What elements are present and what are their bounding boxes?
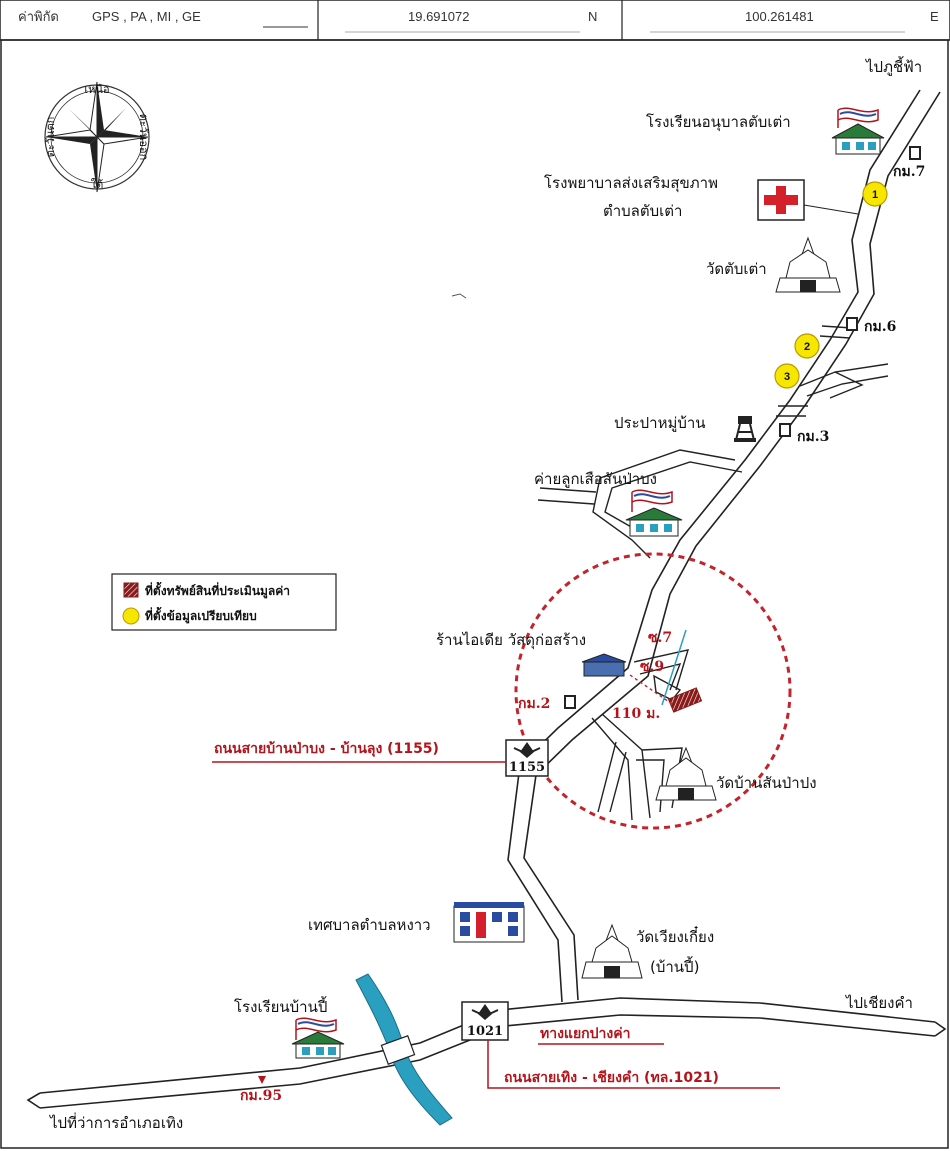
direction-phuchifa: ไปภูชี้ฟ้า [865, 56, 922, 76]
km-post-icon [258, 146, 921, 1084]
label-municipality: เทศบาลตำบลหงาว [308, 916, 431, 934]
label-hospital-1: โรงพยาบาลส่งเสริมสุขภาพ [544, 174, 718, 193]
shop-icon [581, 653, 627, 677]
latitude-direction: N [588, 9, 597, 24]
soi-7-label: ซ.7 [648, 630, 672, 646]
subject-area-circle [514, 552, 792, 830]
compass-west: ตะวันตก [44, 117, 57, 158]
km-marker-6: กม.6 [864, 319, 896, 335]
comparable-3-label: 3 [784, 371, 790, 383]
junction-label: ทางแยกปางค่า [540, 1026, 630, 1042]
compass-rose: เหนือ ใต้ ตะวันออก ตะวันตก [44, 81, 150, 193]
label-wat-sanpapong: วัดบ้านสันป่าปง [716, 774, 817, 792]
school-icon-banpi [291, 1017, 345, 1059]
speck-mark [451, 293, 467, 299]
river [355, 973, 453, 1126]
km-marker-7: กม.7 [893, 164, 925, 180]
road-labels: ถนนสายบ้านป่าบง - บ้านลุง (1155) ทางแยกป… [212, 741, 780, 1089]
label-water-tower: ประปาหมู่บ้าน [614, 414, 706, 432]
school-icon-kindergarten [831, 107, 885, 155]
direction-district: ไปที่ว่าการอำเภอเทิง [49, 1112, 183, 1132]
compass-north: เหนือ [84, 83, 109, 96]
km-markers: กม.7 กม.6 กม.3 กม.2 กม.95 [240, 146, 925, 1104]
coordinate-header: ค่าพิกัด GPS , PA , MI , GE 19.691072 N … [0, 0, 950, 41]
legend: ที่ตั้งทรัพย์สินที่ประเมินมูลค่า ที่ตั้ง… [111, 573, 337, 631]
longitude-value: 100.261481 [745, 9, 814, 24]
label-shop: ร้านไอเดีย วัสดุก่อสร้าง [436, 631, 586, 650]
temple-icon-tabtao [775, 236, 841, 293]
km-marker-3: กม.3 [797, 429, 829, 445]
label-wat-wiangkiang-2: (บ้านปี้) [650, 956, 699, 976]
comparable-2 [794, 333, 820, 359]
km-marker-2: กม.2 [518, 696, 550, 712]
longitude-direction: E [930, 9, 939, 24]
temple-icon-sanpapong [655, 746, 717, 801]
legend-comparable-swatch [122, 607, 140, 625]
scout-camp-icon [625, 489, 683, 537]
road-1155-label: ถนนสายบ้านป่าบง - บ้านลุง (1155) [214, 741, 439, 757]
comparable-3 [774, 363, 800, 389]
road-1021-label: ถนนสายเทิง - เชียงคำ (ทล.1021) [504, 1070, 719, 1086]
compass-east: ตะวันออก [137, 114, 150, 161]
subject-property-marker [667, 687, 703, 713]
distance-label: 110 ม. [612, 706, 660, 722]
comparable-markers: 1 2 3 [774, 181, 888, 389]
label-wat-wiangkiang-1: วัดเวียงเกี๋ยง [636, 925, 714, 946]
road-shield-1021: 1021 [461, 1001, 509, 1041]
side-roads [537, 363, 889, 821]
label-school-banpi: โรงเรียนบ้านปี้ [234, 996, 327, 1016]
km-marker-95: กม.95 [240, 1088, 282, 1104]
coordinate-systems: GPS , PA , MI , GE [92, 9, 201, 24]
compass-south: ใต้ [91, 178, 104, 191]
legend-comparable-label: ที่ตั้งข้อมูลเปรียบเทียบ [145, 606, 257, 624]
legend-subject-swatch [123, 582, 139, 598]
label-wat-tabtao: วัดตับเต่า [706, 260, 767, 278]
water-tower-icon [734, 416, 756, 442]
latitude-value: 19.691072 [408, 9, 469, 24]
shield-1021-label: 1021 [467, 1024, 503, 1039]
map-frame [0, 39, 949, 1149]
label-scout-camp: ค่ายลูกเสือสันป่าบง [534, 470, 657, 488]
comparable-1-label: 1 [872, 189, 878, 201]
coordinate-label: ค่าพิกัด [18, 9, 59, 24]
label-kindergarten: โรงเรียนอนุบาลตับเต่า [646, 113, 791, 132]
municipality-icon [453, 902, 525, 943]
canal-line [661, 629, 687, 706]
main-road-north [507, 89, 941, 1003]
temple-icon-wiangkiang [581, 923, 643, 979]
soi-9-label: ซ.9 [640, 659, 664, 675]
shield-1155-label: 1155 [509, 760, 545, 775]
comparable-1 [862, 181, 888, 207]
direction-chiangkham: ไปเชียงคำ [845, 994, 913, 1012]
road-shield-1155: 1155 [505, 739, 549, 777]
comparable-2-label: 2 [804, 341, 810, 353]
bridge-marks [776, 325, 853, 417]
distance-line [629, 674, 673, 705]
hospital-icon [757, 179, 805, 221]
legend-subject-label: ที่ตั้งทรัพย์สินที่ประเมินมูลค่า [145, 581, 290, 599]
label-hospital-2: ตำบลตับเต่า [603, 202, 682, 220]
